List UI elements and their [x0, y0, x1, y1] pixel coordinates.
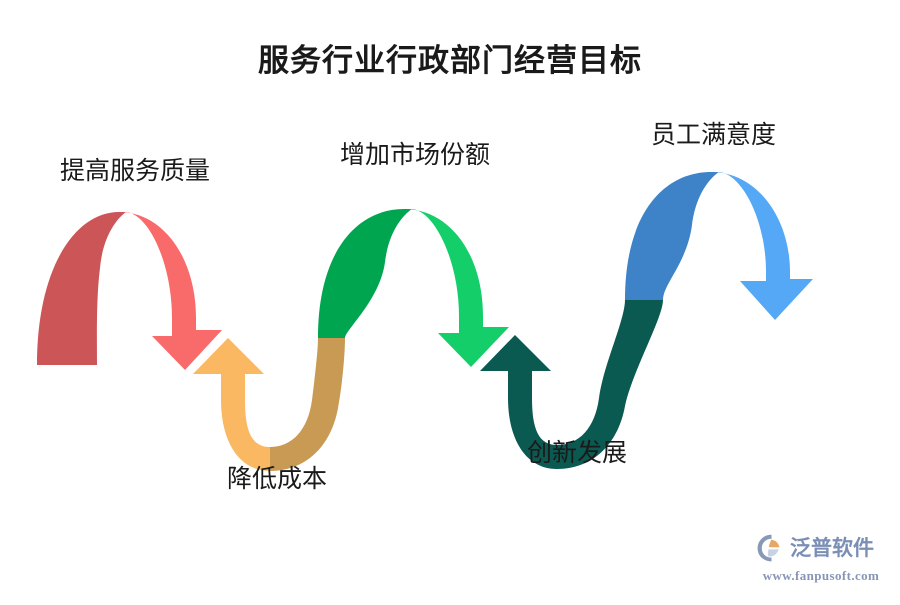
- stage-5-rising-band: [625, 172, 719, 300]
- brand-watermark: 泛普软件 www.fanpusoft.com: [756, 530, 886, 586]
- stage-label-4: 创新发展: [527, 439, 628, 467]
- stage-4-ascending-band: [480, 335, 557, 469]
- stage-3-descending-band: [404, 209, 509, 367]
- stage-1-descending-band: [119, 212, 222, 370]
- stage-label-2: 降低成本: [227, 465, 328, 493]
- brand-name: 泛普软件: [790, 536, 874, 560]
- stage-5-descending-band: [711, 172, 813, 320]
- fanpu-logo-icon: [756, 533, 786, 563]
- brand-row: 泛普软件: [756, 530, 886, 566]
- stage-4-valley-band: [557, 300, 663, 469]
- stage-2-valley-band: [270, 338, 345, 471]
- brand-url: www.fanpusoft.com: [762, 568, 880, 583]
- stage-3-rising-band: [318, 209, 412, 338]
- stage-label-1: 提高服务质量: [60, 157, 211, 185]
- stage-2-ascending-band: [193, 338, 270, 471]
- stage-label-5: 员工满意度: [651, 121, 777, 149]
- stage-label-3: 增加市场份额: [340, 141, 491, 169]
- stage-1-rising-band: [37, 212, 126, 365]
- page-title: 服务行业行政部门经营目标: [258, 43, 642, 78]
